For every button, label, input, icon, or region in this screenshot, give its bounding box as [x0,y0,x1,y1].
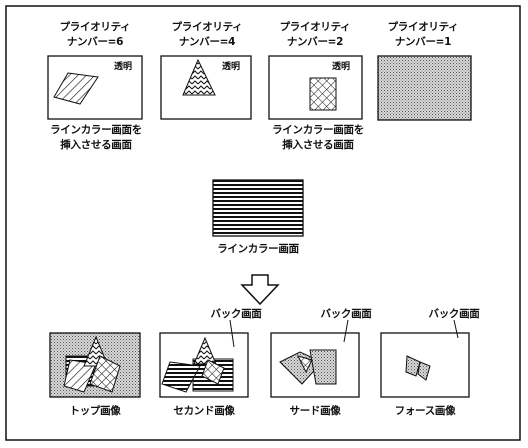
crosshatch-square-shape [309,77,337,111]
priority-header-2: プライオリティ ナンバー=2 [279,21,351,48]
priority-header-4: プライオリティ ナンバー=4 [171,21,243,48]
panel-priority-1 [377,55,472,121]
line-color-caption: ラインカラー画面 [217,243,299,255]
panel-priority-2 [268,55,363,120]
panel-priority-4 [160,55,252,120]
line-color-screen [212,179,304,237]
priority-header-6: プライオリティ ナンバー=6 [59,21,131,48]
priority-header-1: プライオリティ ナンバー=1 [387,21,459,48]
result-top-image [49,332,141,398]
result-caption-top: トップ画像 [69,405,121,417]
back-pointer-line [343,319,349,343]
result-caption-second: セカンド画像 [173,405,235,417]
zigzag-triangle-shape [182,58,216,96]
transparent-tag: 透明 [332,62,351,72]
insert-caption-right: ラインカラー画面を 挿入させる画面 [272,124,364,151]
back-pointer-line [453,319,459,339]
outer-frame [5,5,521,441]
transparent-tag: 透明 [222,62,241,72]
transparent-tag: 透明 [114,62,133,72]
result-caption-third: サード画像 [289,405,341,417]
result-second-image [159,332,249,398]
back-screen-label: バック画面 [428,308,480,320]
back-pointer-line [229,319,235,348]
back-screen-label: バック画面 [320,308,372,320]
result-fourth-image [380,332,470,398]
result-third-image [270,332,360,398]
panel-priority-6 [47,55,143,120]
back-screen-label: バック画面 [210,308,262,320]
down-arrow-icon [240,274,280,306]
insert-caption-left: ラインカラー画面を 挿入させる画面 [50,124,142,151]
result-caption-fourth: フォース画像 [394,405,456,417]
diagonal-stripe-shape [53,72,99,105]
